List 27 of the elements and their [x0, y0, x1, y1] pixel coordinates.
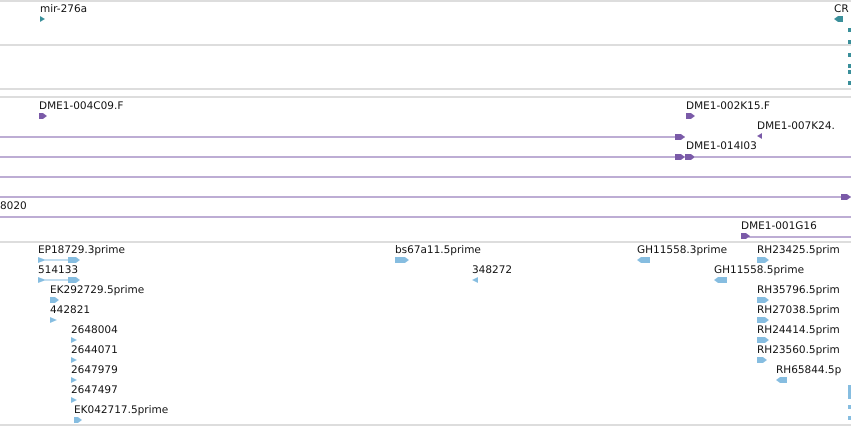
- feature-label: 8020: [0, 200, 27, 213]
- feature-label: DME1-001G16: [741, 220, 817, 233]
- feature-label: 514133: [38, 264, 78, 277]
- feature-label: bs67a11.5prime: [395, 244, 481, 257]
- feature-label: 2647497: [71, 384, 118, 397]
- feature-label: 442821: [50, 304, 90, 317]
- feature-label: RH24414.5prim: [757, 324, 840, 337]
- feature-label: 2648004: [71, 324, 118, 337]
- feature-label: DME1-004C09.F: [39, 100, 124, 113]
- feature-label: DME1-002K15.F: [686, 100, 770, 113]
- feature-label: 2644071: [71, 344, 118, 357]
- feature-label: CR: [834, 3, 849, 16]
- feature-label: 348272: [472, 264, 512, 277]
- feature-label: EP18729.3prime: [38, 244, 125, 257]
- feature-label: RH23560.5prim: [757, 344, 840, 357]
- feature-label: mir-276a: [40, 3, 88, 16]
- feature-label: RH27038.5prim: [757, 304, 840, 317]
- feature-label: DME1-014I03: [686, 140, 757, 153]
- feature-label: GH11558.3prime: [637, 244, 728, 257]
- feature-label: 2647979: [71, 364, 118, 377]
- feature-label: GH11558.5prime: [714, 264, 804, 277]
- feature-label: EK042717.5prime: [74, 404, 168, 417]
- feature-label: RH23425.5prim: [757, 244, 840, 257]
- feature-label: DME1-007K24.: [757, 120, 835, 133]
- feature-label: RH35796.5prim: [757, 284, 840, 297]
- feature-label: RH65844.5p: [776, 364, 842, 377]
- feature-label: EK292729.5prime: [50, 284, 144, 297]
